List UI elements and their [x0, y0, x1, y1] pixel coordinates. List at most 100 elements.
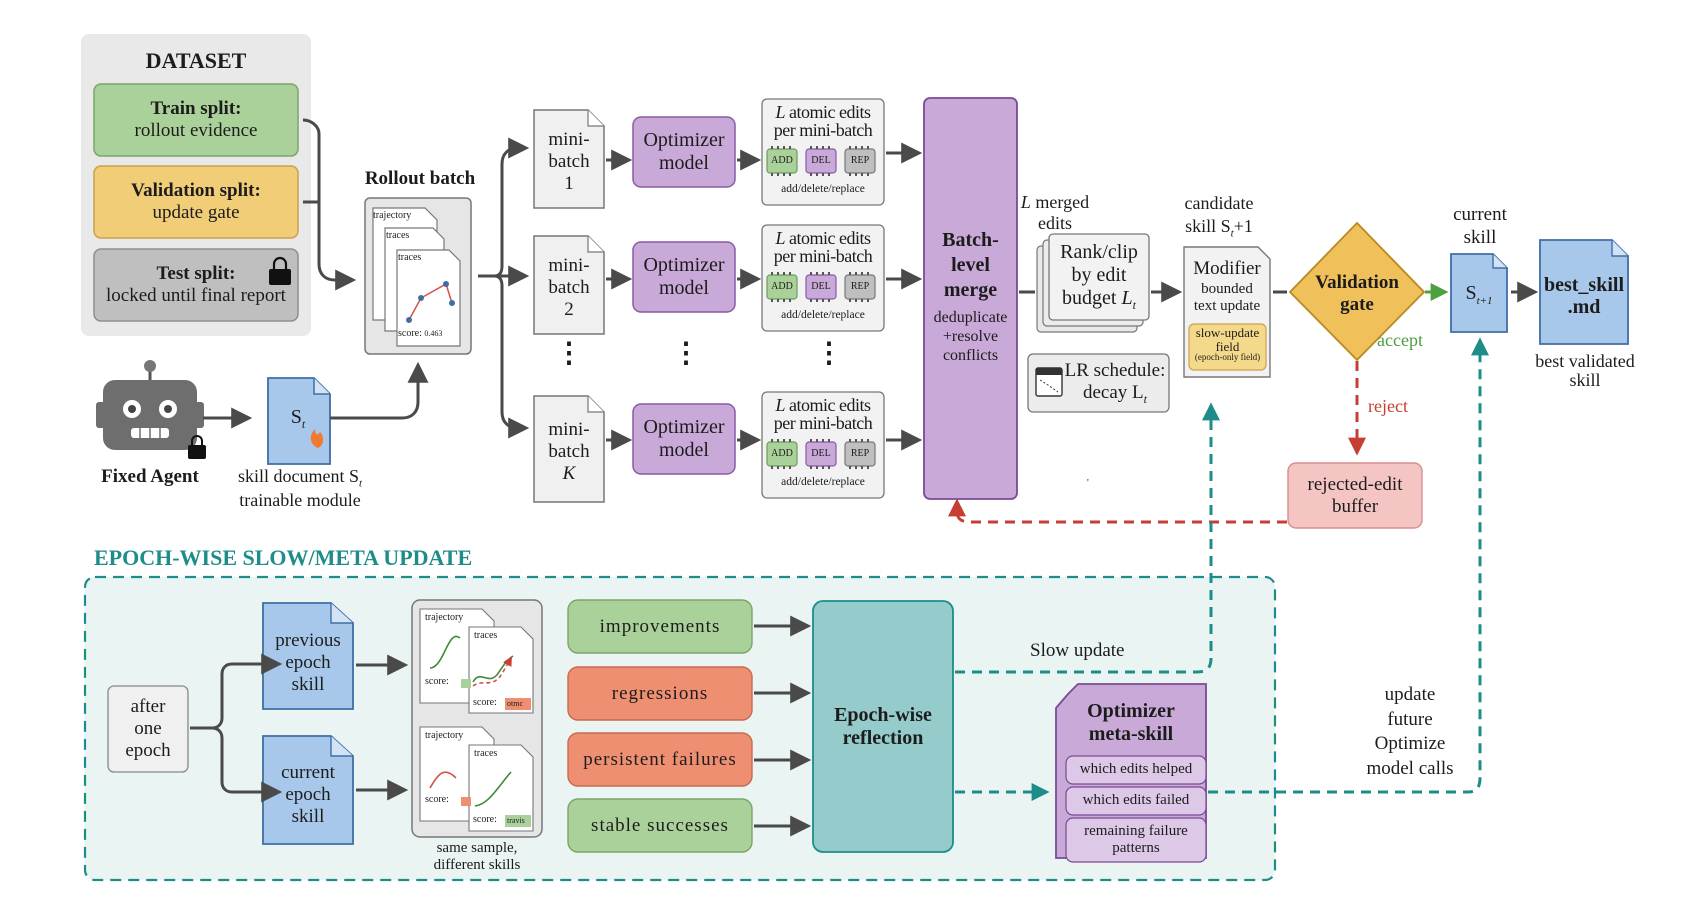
del-chip-label-1: DEL: [811, 155, 831, 166]
trainable-module-caption: trainable module: [239, 490, 361, 510]
regressions-label: regressions: [611, 682, 709, 704]
epoch-cards-caption: same sample,different skills: [433, 840, 521, 873]
dots-optimizer: ⋮: [672, 338, 700, 369]
validation-split-box: [93, 165, 299, 239]
epoch-card-traj-2: trajectory: [425, 730, 464, 741]
meta-item-failed: which edits failed: [1082, 792, 1190, 809]
rollout-card-traces-1: traces: [386, 230, 410, 241]
dots-edits: ⋮: [815, 338, 843, 369]
rep-chip-2: [844, 274, 876, 300]
optimizer-box-1: [632, 116, 736, 188]
lr-schedule-box: [1027, 353, 1170, 413]
rep-chip-3: [844, 441, 876, 467]
after-epoch-box: [107, 685, 189, 773]
minibatch-doc-k: [533, 395, 605, 503]
stable-successes-box: [567, 798, 753, 853]
skill-doc-st-label: St: [290, 406, 306, 431]
epoch-card-score-2: score:: [473, 697, 497, 708]
epoch-card-score-1: score:: [425, 676, 449, 687]
validation-split-label: Validation split:update gate: [131, 180, 261, 223]
epoch-card-traces-1: traces: [474, 630, 498, 641]
rank-clip-box: [1048, 233, 1150, 321]
rollout-score: score: 0.463: [398, 328, 443, 339]
slow-update-label: Slow update: [1030, 640, 1125, 661]
train-split-label: Train split:rollout evidence: [134, 98, 258, 141]
add-chip-label-2: ADD: [771, 281, 793, 292]
minibatch-doc-2: [533, 235, 605, 335]
rep-chip-1: [844, 148, 876, 174]
rejected-edit-buffer: [1287, 462, 1423, 529]
lr-schedule-label: LR schedule:decay Lt: [1064, 360, 1166, 406]
rep-chip-label-3: REP: [850, 448, 870, 459]
epoch-card-score-4: score:: [473, 814, 497, 825]
reject-label: reject: [1368, 396, 1408, 416]
calendar-icon: [1035, 367, 1063, 397]
best-skill-label: best_skill.md: [1543, 274, 1625, 318]
persistent-failures-box: [567, 732, 753, 787]
stray-tick-mark: ': [1087, 478, 1089, 489]
rollout-batch-title: Rollout batch: [364, 168, 476, 189]
add-chip-3: [766, 441, 798, 467]
stable-successes-label: stable successes: [591, 814, 729, 836]
del-chip-label-2: DEL: [811, 281, 831, 292]
otmc-tag: otmc: [507, 699, 523, 708]
robot-icon: [96, 360, 204, 450]
minibatch-doc-1: [533, 109, 605, 209]
prev-epoch-skill-doc: [262, 602, 354, 710]
accept-label: accept: [1377, 330, 1423, 350]
dataset-title: DATASET: [145, 48, 247, 73]
optimizer-box-2: [632, 241, 736, 313]
improvements-label: improvements: [599, 615, 721, 637]
batch-merge-box: [923, 97, 1018, 500]
epoch-card-traj-1: trajectory: [425, 612, 464, 623]
robot-lock-icon: [188, 435, 206, 459]
test-lock-icon: [269, 256, 291, 285]
flame-icon: [310, 429, 324, 448]
travis-tag: travis: [507, 816, 525, 825]
persistent-failures-label: persistent failures: [583, 748, 737, 770]
validation-gate-diamond: [1288, 221, 1426, 362]
test-split-label: Test split:locked until final report: [106, 263, 286, 306]
current-skill-doc-label: St+1: [1465, 282, 1493, 307]
train-split-box: [93, 83, 299, 157]
current-skill-doc: [1450, 253, 1508, 333]
test-split-box: [93, 248, 299, 322]
edits-caption-3: add/delete/replace: [781, 476, 865, 488]
add-chip-label-1: ADD: [771, 155, 793, 166]
edits-caption-1: add/delete/replace: [781, 183, 865, 195]
epoch-reflection-box: [812, 600, 954, 853]
improvements-box: [567, 599, 753, 654]
skill-doc-caption: skill document St: [237, 466, 363, 490]
epoch-section-title: EPOCH-WISE SLOW/META UPDATE: [94, 545, 473, 570]
meta-item-helped: which edits helped: [1079, 761, 1193, 778]
del-chip-2: [805, 274, 837, 300]
modifier-title: Modifier: [1193, 258, 1261, 279]
del-chip-1: [805, 148, 837, 174]
add-chip-label-3: ADD: [771, 448, 793, 459]
rollout-card-traces-2: traces: [398, 252, 422, 263]
fixed-agent-label: Fixed Agent: [101, 466, 199, 487]
dots-minibatch: ⋮: [555, 338, 583, 369]
